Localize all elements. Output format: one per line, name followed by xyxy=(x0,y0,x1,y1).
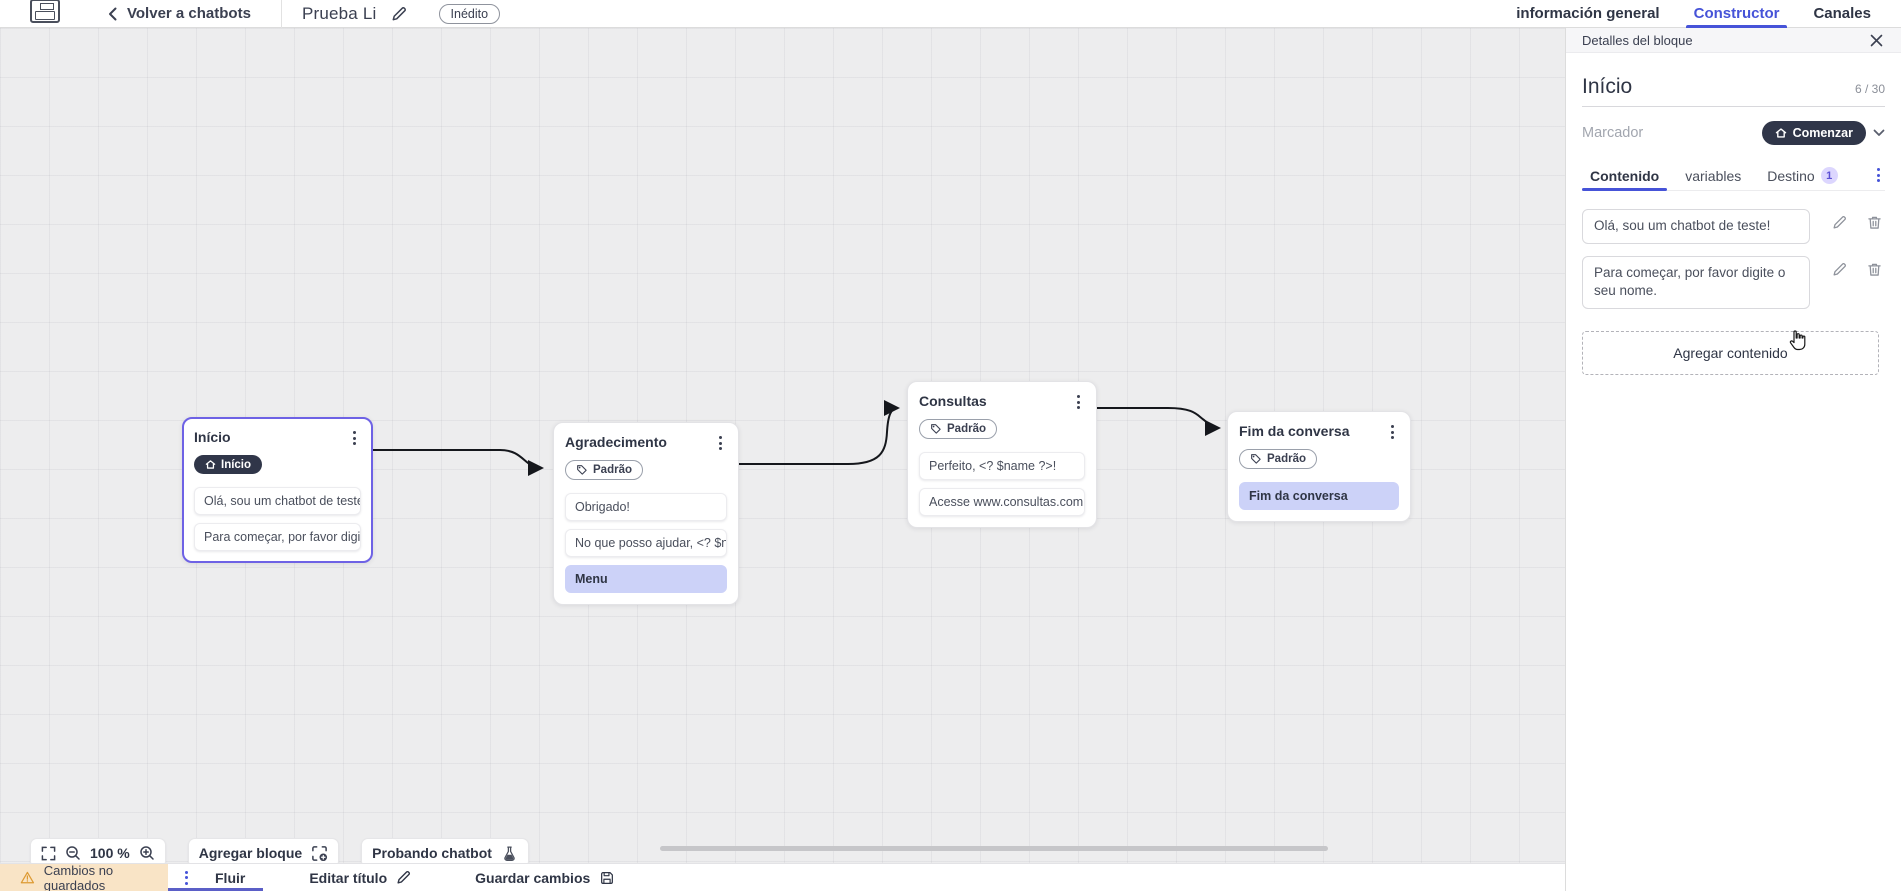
panel-tabs: Contenido variables Destino 1 xyxy=(1581,161,1885,191)
block-consultas[interactable]: Consultas Padrão Perfeito, <? $name ?>! … xyxy=(907,381,1097,528)
flow-canvas[interactable]: Início Início Olá, sou um chatbot de tes… xyxy=(0,28,1565,863)
chatbot-title: Prueba Li xyxy=(301,3,377,23)
add-content-button[interactable]: Agregar contenido xyxy=(1582,330,1879,375)
edit-content-icon[interactable] xyxy=(1832,215,1847,230)
add-block-icon xyxy=(311,845,328,862)
block-menu-icon[interactable] xyxy=(1072,392,1085,412)
zoom-level: 100 % xyxy=(90,845,130,861)
back-to-chatbots[interactable]: Volver a chatbots xyxy=(108,5,251,22)
block-card-menu[interactable]: Menu xyxy=(565,565,727,593)
block-title: Início xyxy=(194,429,231,445)
block-card[interactable]: Olá, sou um chatbot de teste! xyxy=(194,487,361,515)
canvas-controls: 100 % Agregar bloque Probando chatbot xyxy=(30,838,529,863)
block-card[interactable]: Obrigado! xyxy=(565,493,727,521)
edit-title-icon[interactable] xyxy=(391,6,407,22)
save-changes-button[interactable]: Guardar cambios xyxy=(457,864,633,891)
name-char-counter: 6 / 30 xyxy=(1854,82,1885,96)
block-title: Agradecimento xyxy=(565,434,667,450)
panel-title: Detalles del bloque xyxy=(1582,32,1693,48)
block-agradecimento[interactable]: Agradecimento Padrão Obrigado! No que po… xyxy=(553,422,739,605)
tab-destino[interactable]: Destino 1 xyxy=(1767,161,1838,190)
top-bar: Volver a chatbots Prueba Li Inédito info… xyxy=(0,0,1901,28)
block-menu-icon[interactable] xyxy=(1386,422,1399,442)
content-item: Olá, sou um chatbot de teste! xyxy=(1582,209,1885,244)
tab-contenido[interactable]: Contenido xyxy=(1581,161,1668,191)
zoom-in-icon[interactable] xyxy=(139,845,155,861)
panel-tabs-menu-icon[interactable] xyxy=(1872,165,1885,185)
block-menu-icon[interactable] xyxy=(348,428,361,448)
chevron-down-icon[interactable] xyxy=(1873,129,1885,137)
tab-fluir[interactable]: Fluir xyxy=(168,864,264,891)
default-marker-badge: Padrão xyxy=(565,460,643,480)
zoom-toolbar: 100 % xyxy=(30,838,166,863)
app-logo xyxy=(30,0,60,23)
destino-count-badge: 1 xyxy=(1820,167,1838,184)
tab-variables[interactable]: variables xyxy=(1685,167,1742,184)
default-marker-badge: Padrão xyxy=(919,419,997,439)
block-details-panel: Detalles del bloque Início 6 / 30 Marcad… xyxy=(1565,28,1901,891)
content-item: Para começar, por favor digite o seu nom… xyxy=(1582,255,1885,309)
zoom-out-icon[interactable] xyxy=(65,845,81,861)
edit-content-icon[interactable] xyxy=(1832,262,1847,277)
flow-tab-menu-icon[interactable] xyxy=(180,868,193,888)
main-tabs: información general Constructor Canales xyxy=(1514,0,1901,28)
marker-label: Marcador xyxy=(1582,125,1644,141)
block-card[interactable]: Perfeito, <? $name ?>! xyxy=(919,452,1085,480)
delete-content-icon[interactable] xyxy=(1867,262,1882,277)
close-icon[interactable] xyxy=(1868,32,1885,49)
save-icon xyxy=(601,871,614,884)
block-menu-icon[interactable] xyxy=(714,433,727,453)
content-text[interactable]: Olá, sou um chatbot de teste! xyxy=(1582,209,1810,244)
horizontal-scrollbar[interactable] xyxy=(660,846,1328,851)
warning-icon xyxy=(20,871,35,884)
block-card[interactable]: No que posso ajudar, <? $name ... xyxy=(565,529,727,557)
bottom-bar: Cambios no guardados Fluir Editar título… xyxy=(0,863,1565,891)
block-card-end[interactable]: Fim da conversa xyxy=(1239,482,1399,510)
test-chatbot-button[interactable]: Probando chatbot xyxy=(361,838,529,863)
block-title: Consultas xyxy=(919,393,987,409)
unsaved-changes-badge: Cambios no guardados xyxy=(0,863,168,891)
back-chevron-icon xyxy=(108,7,117,21)
block-fim-da-conversa[interactable]: Fim da conversa Padrão Fim da conversa xyxy=(1227,411,1411,522)
fullscreen-icon[interactable] xyxy=(41,846,56,861)
status-badge: Inédito xyxy=(438,3,501,24)
default-marker-badge: Padrão xyxy=(1239,449,1317,469)
flask-icon xyxy=(501,845,518,862)
back-label: Volver a chatbots xyxy=(127,5,251,22)
tab-canales[interactable]: Canales xyxy=(1813,5,1871,22)
block-title: Fim da conversa xyxy=(1239,423,1350,439)
delete-content-icon[interactable] xyxy=(1867,215,1882,230)
add-block-button[interactable]: Agregar bloque xyxy=(187,838,340,863)
block-card[interactable]: Acesse www.consultas.com par... xyxy=(919,488,1085,516)
start-marker-badge: Início xyxy=(194,455,263,474)
divider xyxy=(280,0,282,28)
block-inicio[interactable]: Início Início Olá, sou um chatbot de tes… xyxy=(182,417,373,563)
block-name-input[interactable]: Início xyxy=(1582,75,1633,98)
content-text[interactable]: Para começar, por favor digite o seu nom… xyxy=(1582,255,1810,309)
pencil-icon xyxy=(397,870,411,884)
tab-constructor[interactable]: Constructor xyxy=(1685,0,1788,28)
edit-title-button[interactable]: Editar título xyxy=(291,864,429,891)
block-card[interactable]: Para começar, por favor digite o ... xyxy=(194,523,361,551)
marker-value-pill[interactable]: Comenzar xyxy=(1761,121,1866,145)
tab-informacion-general[interactable]: información general xyxy=(1516,5,1660,22)
